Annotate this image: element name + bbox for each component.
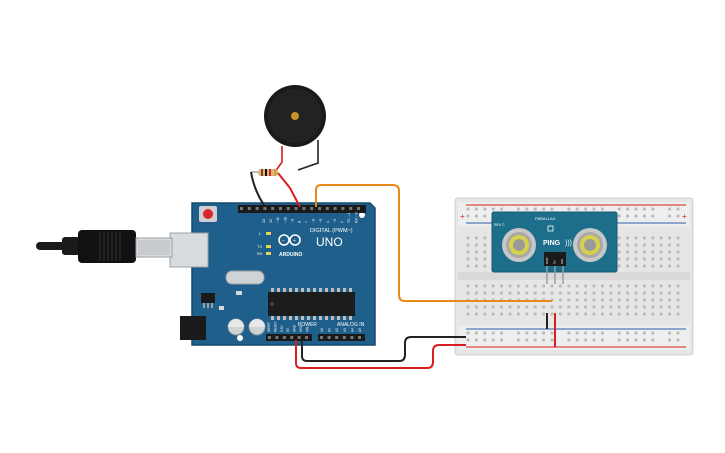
digital-pin-label: 8	[298, 221, 302, 223]
digital-pin-label: ~9	[290, 219, 294, 223]
analog-pin-label: A5	[358, 328, 362, 332]
svg-text:+: +	[293, 238, 296, 244]
analog-header-label: ANALOG IN	[337, 322, 365, 328]
analog-pin-label: A4	[350, 328, 354, 332]
usb-cable[interactable]	[36, 230, 173, 263]
digital-pin-label: 4	[326, 221, 330, 223]
reset-button-cap[interactable]	[203, 209, 213, 219]
digital-pin-label: ~5	[319, 219, 323, 223]
buzzer-lead-positive	[274, 146, 283, 173]
label-rx: RX	[257, 251, 263, 256]
analog-pin-label: A2	[335, 328, 339, 332]
digital-pin-label: 7	[305, 221, 309, 223]
arduino-brand: ARDUINO	[279, 252, 302, 258]
buzzer-lead-negative	[297, 140, 319, 171]
digital-pin-label: 13	[262, 219, 266, 223]
atmega-chip	[268, 292, 355, 316]
smd-component	[219, 306, 224, 310]
sensor-pin-label: SIG	[560, 258, 564, 264]
power-header-label: POWER	[298, 322, 317, 328]
power-pin-label: GND	[299, 324, 303, 332]
sensor-wave-icon: )))	[565, 240, 572, 247]
svg-text:−: −	[282, 238, 285, 244]
svg-text:+: +	[460, 212, 465, 221]
analog-header[interactable]	[318, 334, 365, 341]
wire-5v-red[interactable]	[295, 340, 466, 369]
digital-pin-label: 2	[340, 221, 344, 223]
mounting-hole	[359, 212, 365, 218]
mounting-hole	[237, 335, 243, 341]
analog-pin-label: A0	[320, 328, 324, 332]
digital-header-label: DIGITAL (PWM~)	[310, 228, 353, 234]
digital-pin-label: ~6	[312, 219, 316, 223]
power-pin-label: IOREF	[267, 322, 271, 332]
sensor-pin-block	[544, 252, 566, 266]
board-model-label: UNO	[316, 235, 343, 249]
digital-pin-label: ~10	[283, 217, 287, 223]
resistor[interactable]	[251, 169, 278, 176]
sensor-rev-text: REV C	[494, 223, 505, 227]
power-header[interactable]	[266, 334, 312, 341]
label-tx: TX	[257, 244, 262, 249]
capacitor	[227, 318, 245, 336]
wire-gnd-black[interactable]	[301, 336, 466, 362]
power-pin-label: GND	[293, 324, 297, 332]
digital-pin-label: ~11	[276, 217, 280, 223]
voltage-regulator	[201, 293, 215, 303]
digital-pin-label: ~3	[333, 219, 337, 223]
dc-barrel-jack	[180, 316, 206, 340]
svg-text:+: +	[682, 212, 687, 221]
power-pin-label: RESET	[273, 321, 277, 332]
power-pin-label: 5V	[286, 327, 290, 332]
capacitor	[248, 318, 266, 336]
digital-pin-label: RX←0	[354, 212, 358, 223]
digital-header[interactable]	[238, 205, 366, 213]
sensor-chip-mark	[547, 225, 554, 232]
label-l: L	[259, 231, 262, 236]
digital-pin-label: TX→1	[347, 213, 351, 223]
crystal-oscillator	[225, 270, 265, 285]
wire-buzzer-pin9[interactable]	[277, 172, 301, 208]
wire-signal-orange[interactable]	[315, 184, 552, 302]
piezo-buzzer[interactable]	[264, 85, 326, 147]
sensor-name: PING	[543, 240, 561, 247]
power-pin-label: 3.3V	[280, 325, 284, 332]
led-l	[266, 232, 271, 235]
sensor-pin-label: 5V	[553, 260, 557, 264]
led-rx	[266, 252, 271, 255]
smd-component	[236, 291, 242, 295]
digital-pin-label: 12	[269, 219, 273, 223]
usb-port	[169, 232, 209, 268]
power-pin-label: VIN	[305, 326, 309, 332]
analog-pin-label: A3	[343, 328, 347, 332]
analog-pin-label: A1	[328, 328, 332, 332]
sensor-pin-label: GND	[545, 257, 549, 265]
led-tx	[266, 245, 271, 248]
sensor-top-text: PARALLAX	[535, 216, 556, 221]
arduino-logo: − +	[278, 234, 301, 246]
wire-resistor-pin[interactable]	[250, 171, 265, 206]
